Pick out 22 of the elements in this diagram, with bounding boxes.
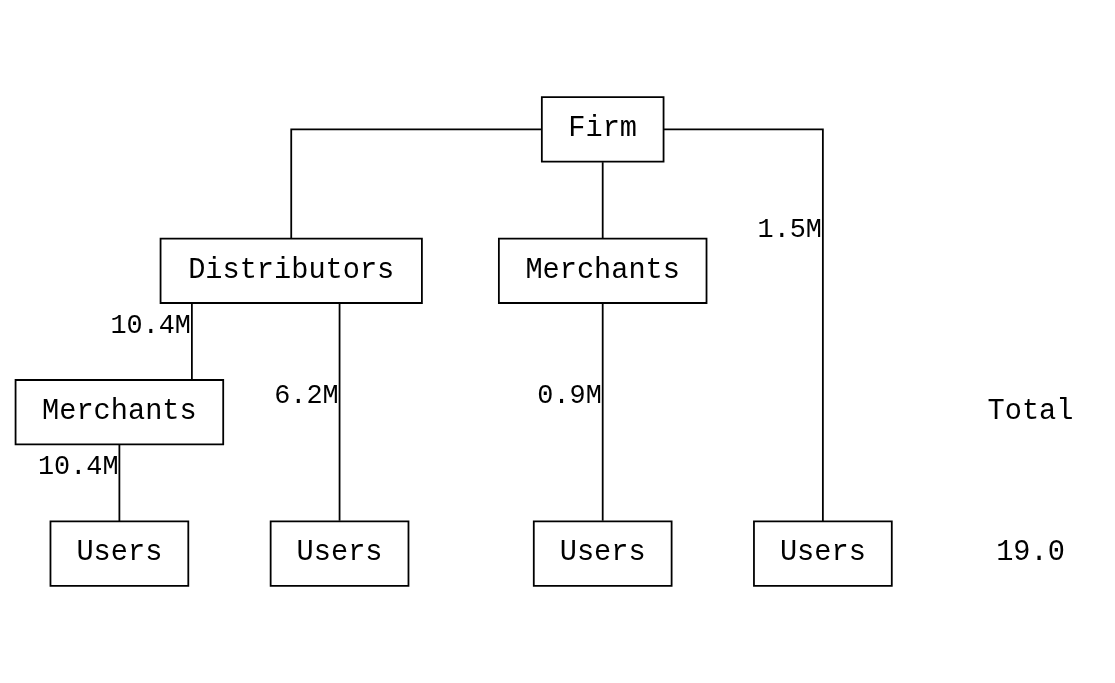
edge-label: 6.2M	[274, 381, 339, 412]
node-box: Merchants	[498, 237, 708, 304]
connector	[338, 302, 341, 522]
connector	[290, 128, 543, 239]
connector	[601, 161, 604, 240]
edge-label: 0.9M	[537, 381, 602, 412]
node-box: Merchants	[14, 379, 225, 446]
node-box: Firm	[540, 96, 665, 163]
connector	[601, 302, 604, 522]
edge-label: 10.4M	[37, 452, 119, 483]
node-box: Distributors	[159, 237, 423, 304]
edge-label: 1.5M	[757, 214, 822, 245]
connector	[118, 444, 121, 522]
label: Total	[987, 395, 1074, 429]
edge-label: 10.4M	[110, 310, 191, 341]
node-box: Users	[49, 520, 190, 587]
connector	[663, 128, 824, 522]
label: 19.0	[996, 536, 1065, 570]
node-box: Users	[753, 520, 893, 587]
connector	[191, 302, 193, 381]
node-box: Users	[269, 520, 410, 587]
node-box: Users	[532, 520, 673, 587]
